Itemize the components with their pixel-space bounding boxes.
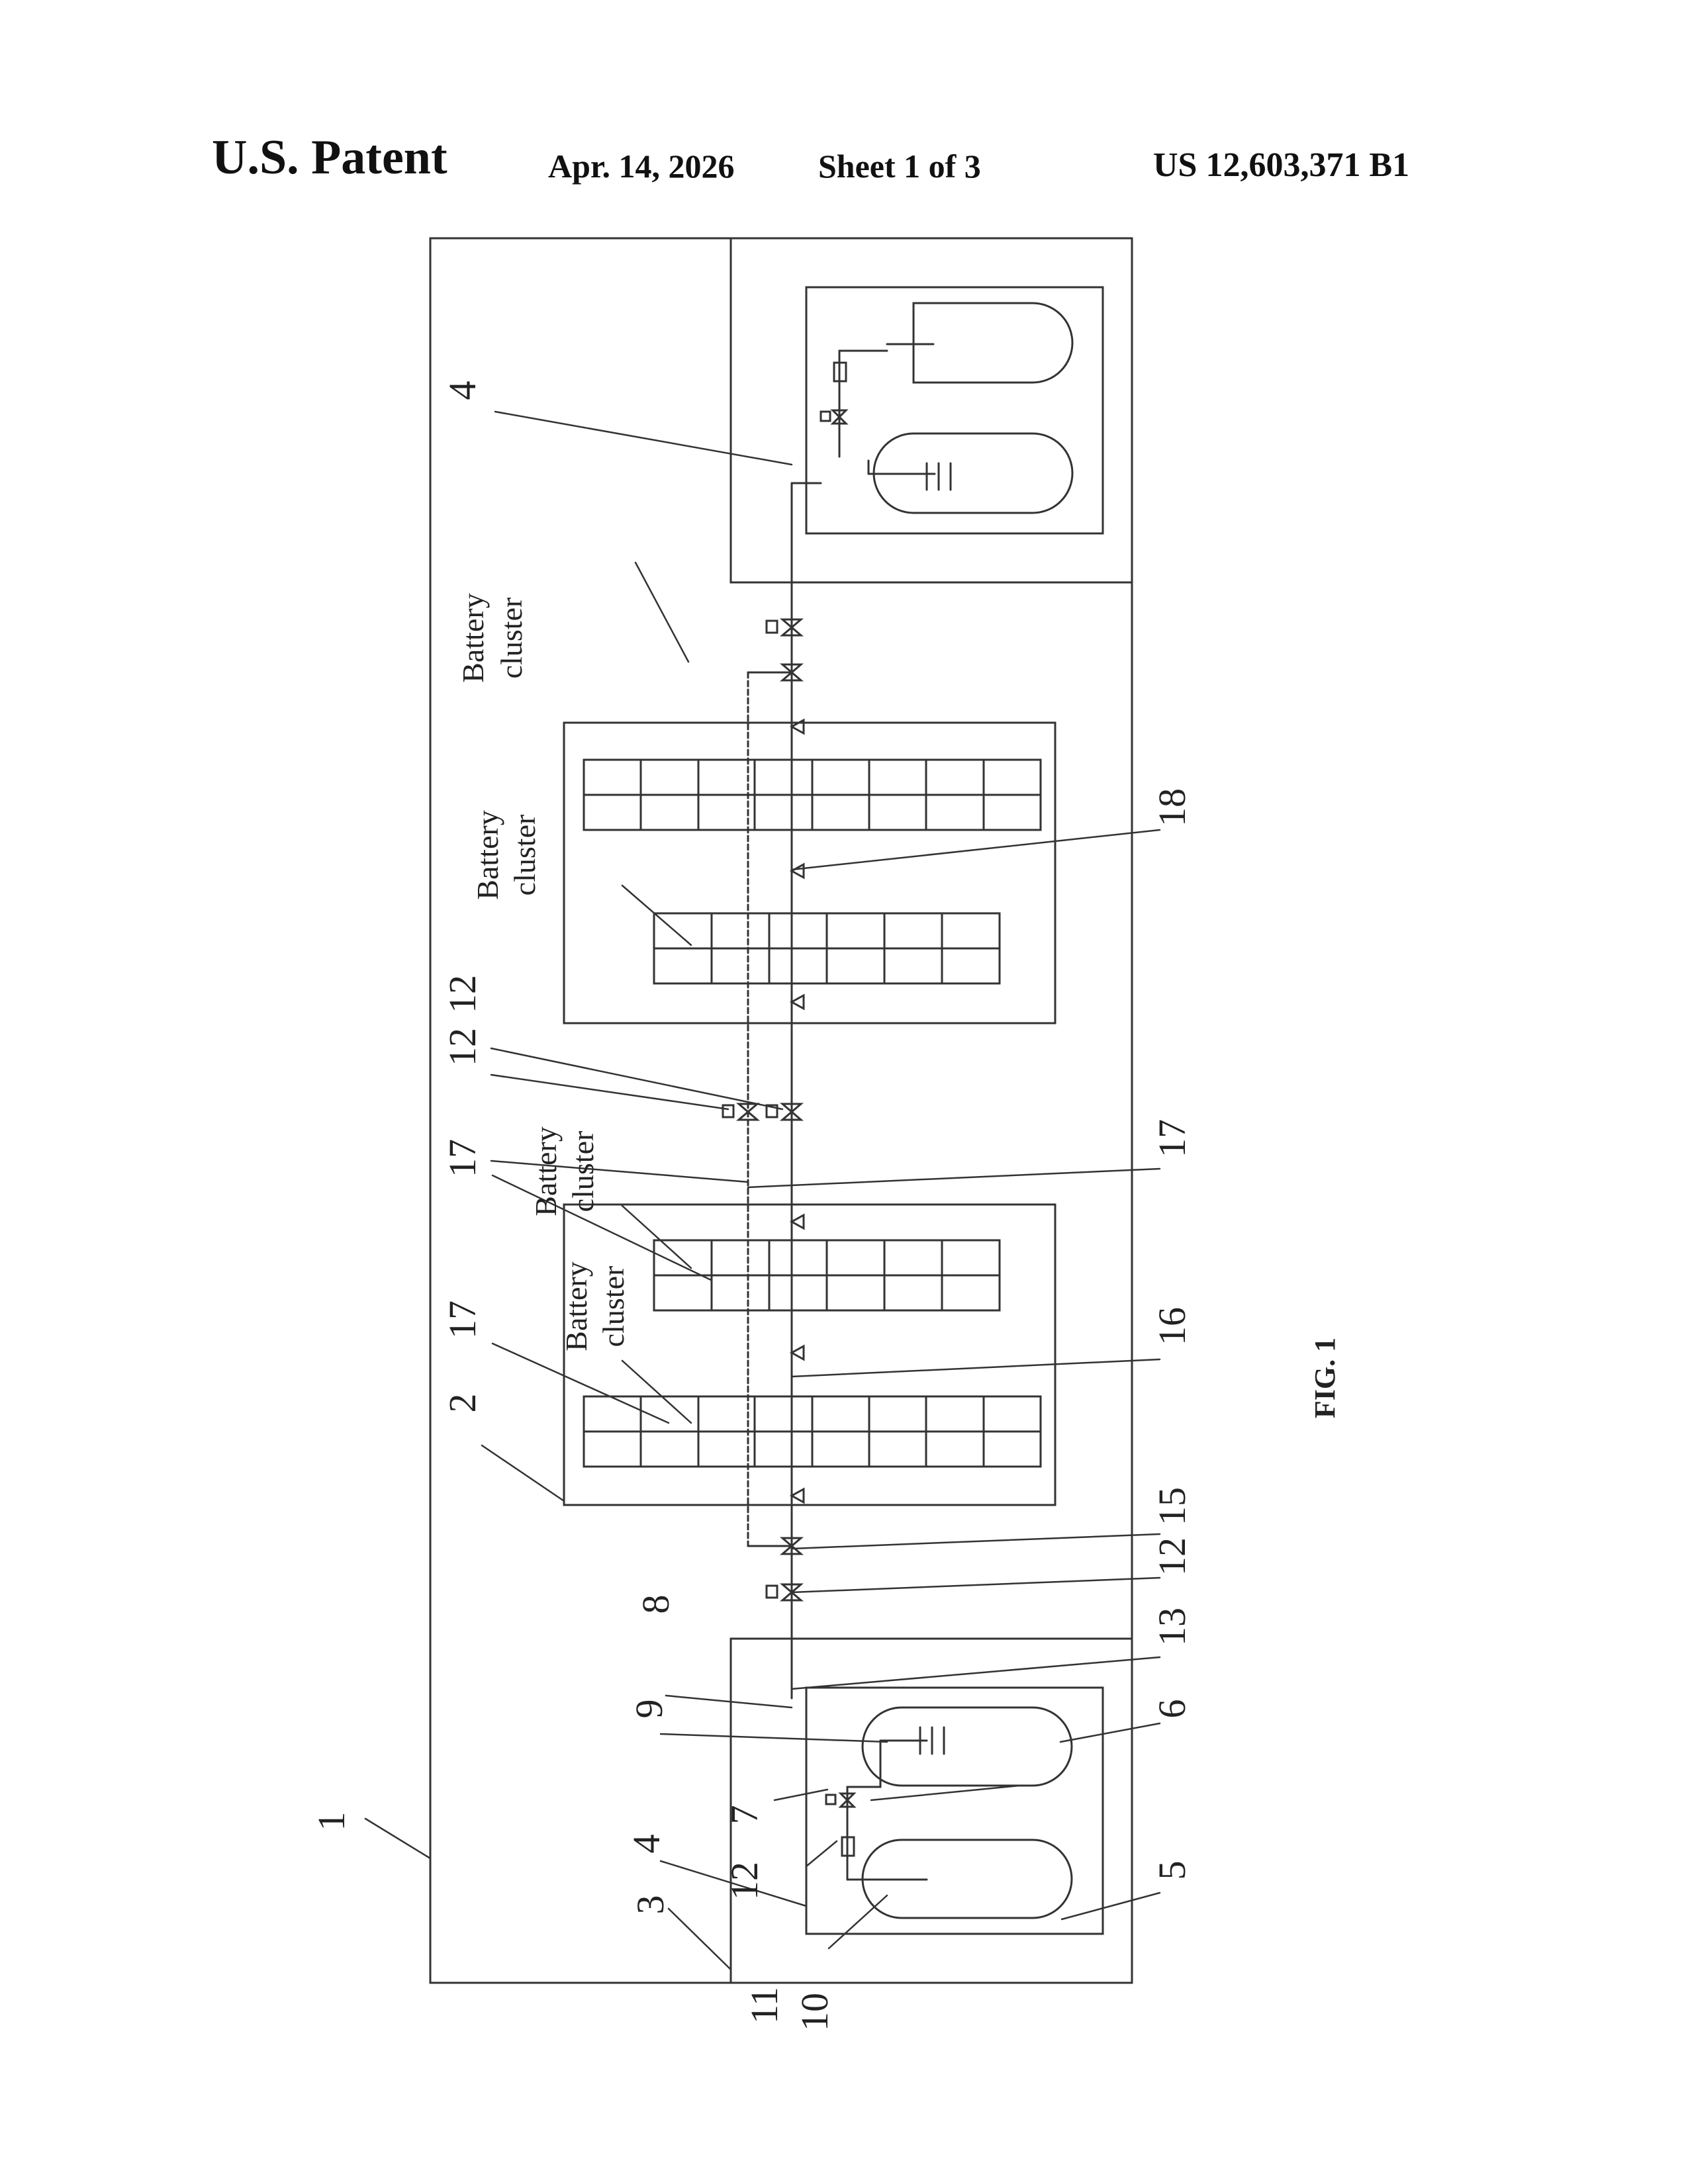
nozzle bbox=[792, 995, 804, 1009]
nozzle bbox=[792, 1215, 804, 1228]
battery-label-3-line1: Battery bbox=[529, 1126, 563, 1216]
ref-9: 9 bbox=[628, 1700, 671, 1719]
battery-label-1-line2: cluster bbox=[494, 598, 528, 679]
ref-17-a: 17 bbox=[441, 1139, 484, 1177]
ref-13: 13 bbox=[1150, 1608, 1194, 1646]
container-outline bbox=[430, 238, 1132, 1983]
ref-7: 7 bbox=[723, 1805, 766, 1825]
battery-label-2-line2: cluster bbox=[508, 815, 541, 896]
ref-11: 11 bbox=[743, 1987, 786, 2024]
ref-3: 3 bbox=[629, 1895, 672, 1915]
battery-cluster-lower-b bbox=[584, 1396, 1041, 1467]
ref-12-a: 12 bbox=[441, 1028, 484, 1066]
ref-12-d: 12 bbox=[723, 1862, 766, 1900]
nozzle bbox=[792, 864, 804, 878]
ref-1: 1 bbox=[310, 1812, 353, 1831]
battery-cluster-upper-b bbox=[654, 913, 1000, 983]
nozzle bbox=[792, 1346, 804, 1359]
battery-label-4-line1: Battery bbox=[559, 1261, 593, 1351]
battery-compartment-upper bbox=[564, 723, 1055, 1023]
ref-4-top: 4 bbox=[441, 381, 484, 400]
battery-label-3-line2: cluster bbox=[566, 1131, 600, 1212]
ref-4-bottom: 4 bbox=[625, 1835, 668, 1854]
ref-16: 16 bbox=[1150, 1307, 1194, 1345]
ref-17-b: 17 bbox=[441, 1300, 484, 1339]
top-tank-right bbox=[914, 303, 1072, 383]
figure-caption: FIG. 1 bbox=[1309, 1338, 1341, 1418]
ref-12-c: 12 bbox=[1150, 1537, 1194, 1576]
top-tank-enclosure bbox=[806, 287, 1103, 533]
battery-cluster-lower-a bbox=[654, 1240, 1000, 1310]
ref-5: 5 bbox=[1150, 1861, 1194, 1880]
ref-12-b: 12 bbox=[441, 975, 484, 1013]
ref-8: 8 bbox=[634, 1595, 677, 1614]
battery-label-4-line2: cluster bbox=[596, 1266, 630, 1347]
ref-6: 6 bbox=[1150, 1700, 1194, 1719]
ref-17-c: 17 bbox=[1150, 1119, 1194, 1158]
nozzle bbox=[792, 1489, 804, 1502]
ref-10: 10 bbox=[793, 1993, 836, 2031]
ref-18: 18 bbox=[1150, 788, 1194, 827]
battery-cluster-upper-a bbox=[584, 760, 1041, 830]
battery-label-1-line1: Battery bbox=[456, 593, 490, 682]
bottom-tank-enclosure bbox=[806, 1688, 1103, 1934]
bottom-tank-left bbox=[863, 1707, 1072, 1786]
ref-15: 15 bbox=[1150, 1487, 1194, 1525]
battery-compartment-lower bbox=[564, 1205, 1055, 1505]
battery-label-2-line1: Battery bbox=[471, 810, 504, 899]
ref-2: 2 bbox=[441, 1394, 484, 1413]
